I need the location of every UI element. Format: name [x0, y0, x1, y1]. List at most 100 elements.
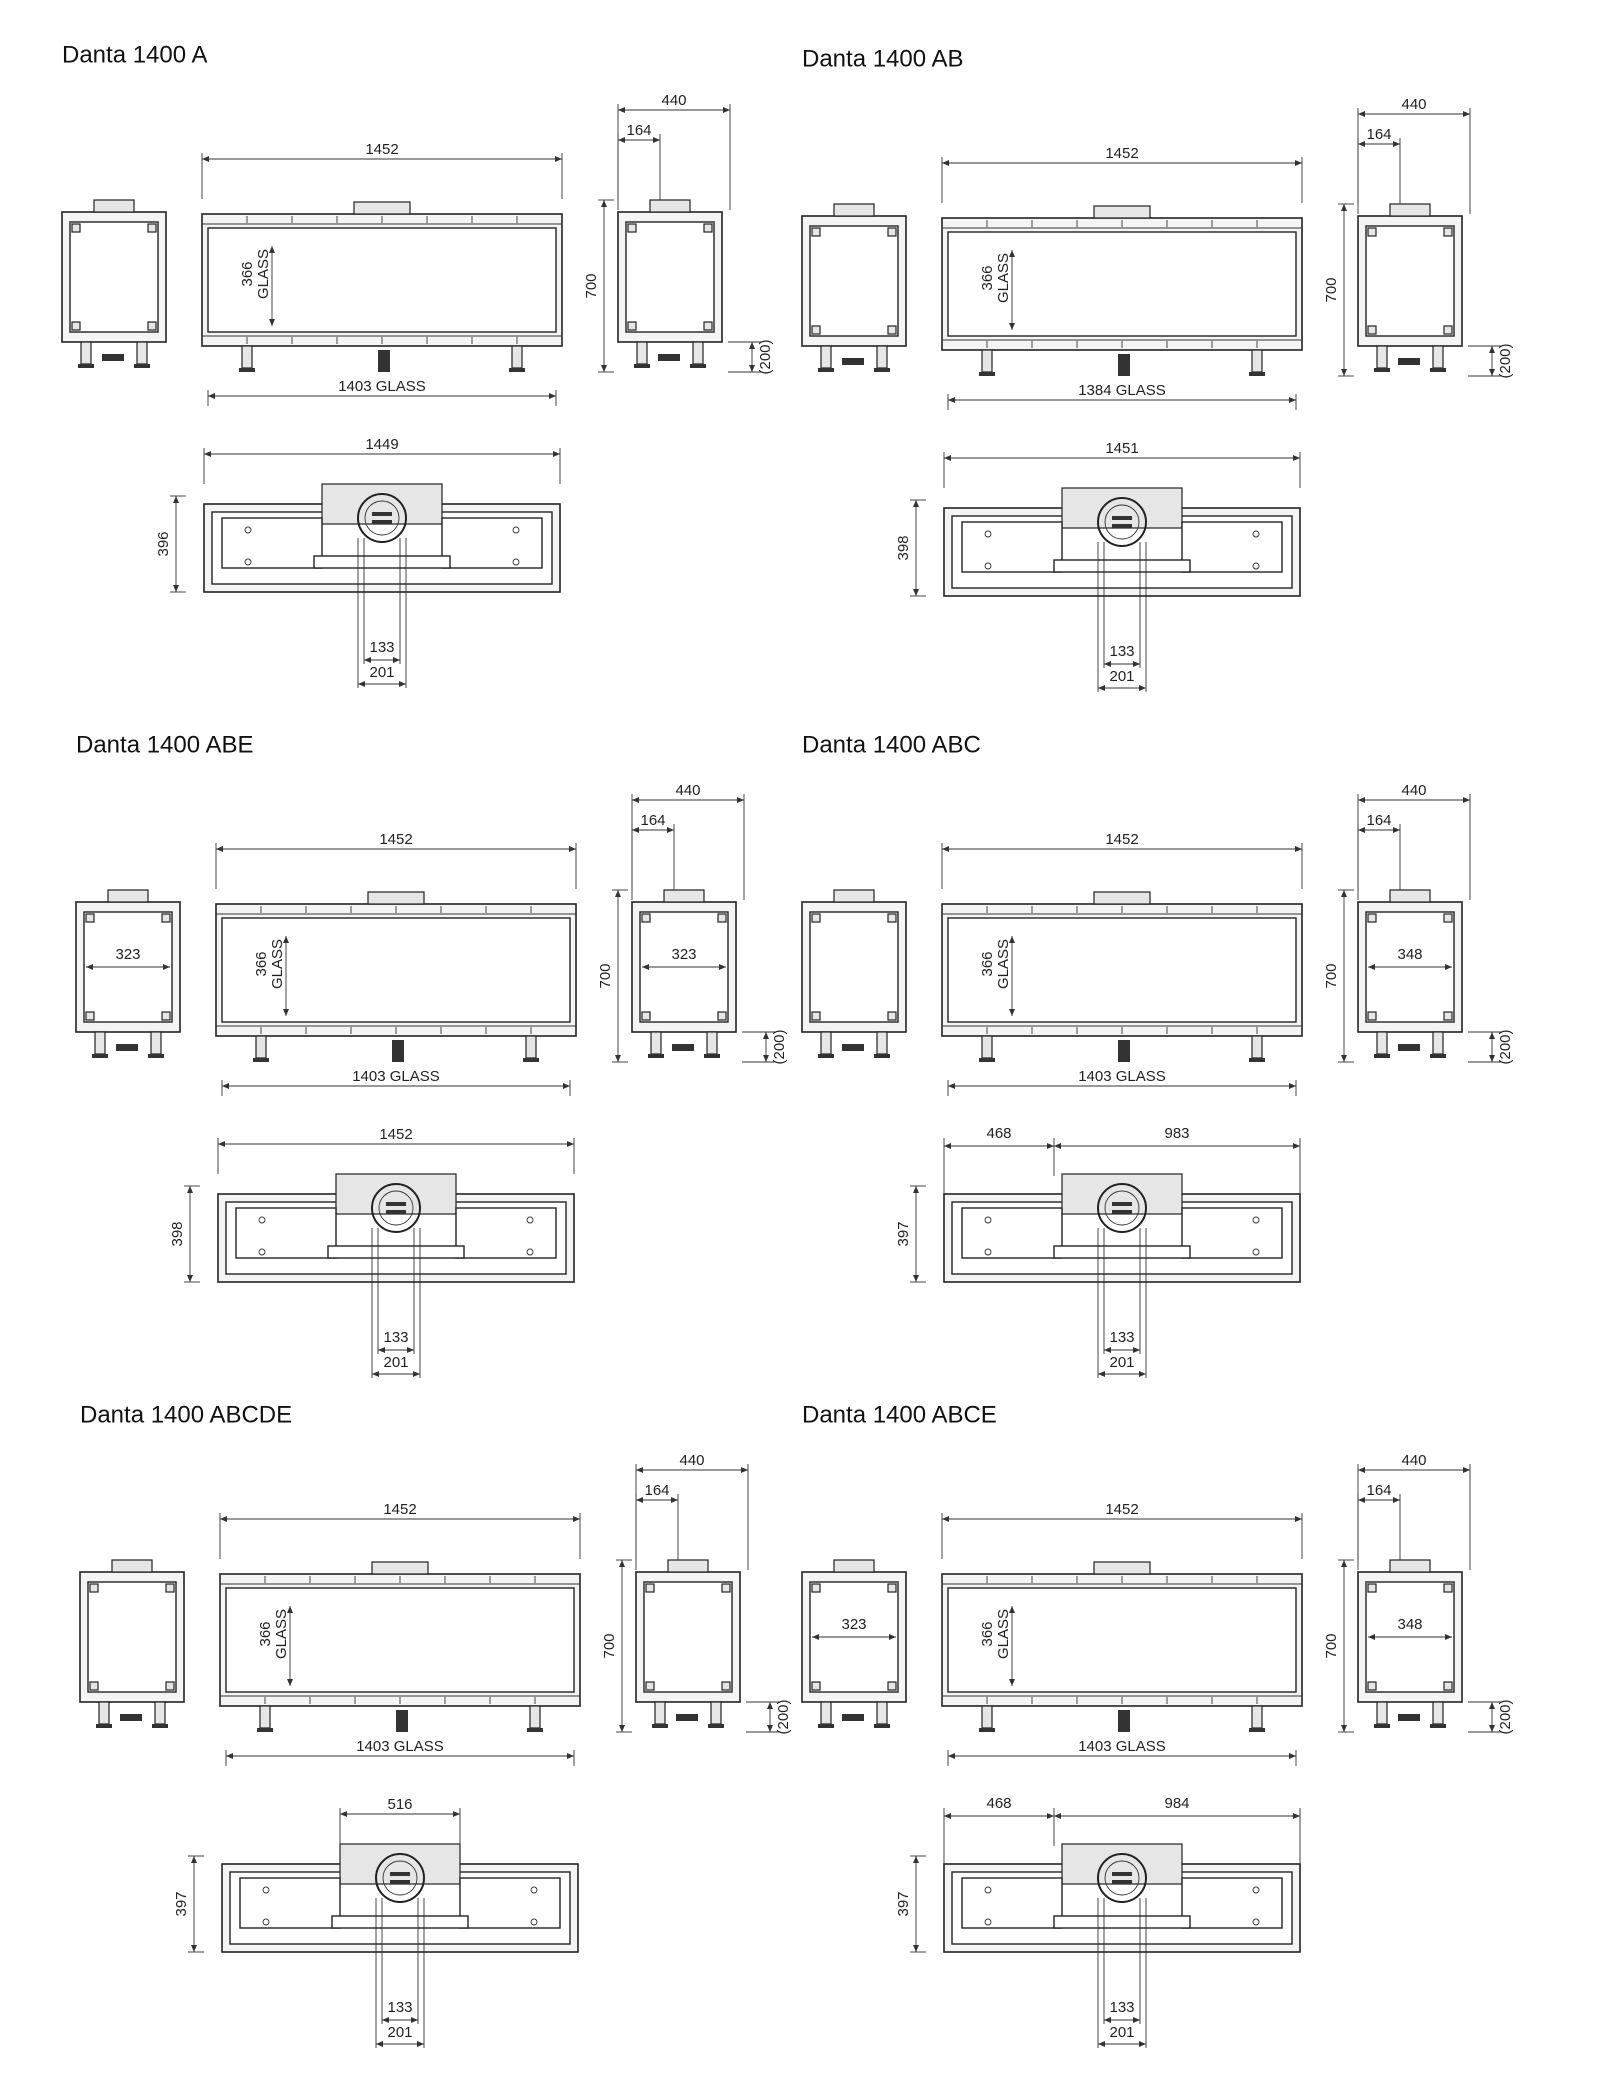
flue-collar [371, 1561, 429, 1575]
flue-collar [833, 1559, 875, 1573]
arrowhead-icon [86, 964, 93, 970]
arrowhead-icon [187, 1186, 193, 1193]
foot-shape [979, 1058, 995, 1062]
flue-collar [111, 1559, 153, 1573]
dimension-label: GLASS [995, 253, 1012, 303]
leg-shape [876, 345, 888, 369]
side-view-glass [809, 225, 899, 337]
foot-shape [874, 1054, 890, 1058]
front-view-glass [947, 231, 1297, 337]
arrowhead-icon [1009, 1679, 1015, 1686]
leg-shape [255, 1035, 267, 1059]
arrowhead-icon [226, 1753, 233, 1759]
leg-shape [1251, 1705, 1263, 1729]
corner-bracket [887, 1011, 897, 1021]
corner-bracket [645, 1583, 655, 1593]
arrowhead-icon [615, 890, 621, 897]
flue-collar [833, 889, 875, 903]
screw-icon [244, 526, 252, 534]
model-title: Danta 1400 ABCE [802, 1401, 997, 1428]
dimension-label: 201 [1109, 1354, 1134, 1371]
rear-hood [1061, 487, 1183, 529]
dimension-label: 164 [1366, 126, 1391, 143]
arrowhead-icon [1368, 1634, 1375, 1640]
arrowhead-icon [1104, 661, 1111, 667]
arrowhead-icon [913, 1856, 919, 1863]
leg-shape [820, 1701, 832, 1725]
arrowhead-icon [173, 496, 179, 503]
dimension-label: 164 [1366, 812, 1391, 829]
screw-icon [244, 558, 252, 566]
corner-bracket [1367, 1681, 1377, 1691]
dimension-label: 440 [1401, 96, 1426, 113]
leg-shape [876, 1701, 888, 1725]
dimension-label: 323 [671, 946, 696, 963]
arrowhead-icon [671, 1497, 678, 1503]
arrowhead-icon [1358, 797, 1365, 803]
leg-shape [706, 1031, 718, 1055]
arrowhead-icon [358, 681, 365, 687]
arrowhead-icon [1289, 1083, 1296, 1089]
arrowhead-icon [913, 1186, 919, 1193]
foot-shape [634, 364, 650, 368]
flue-collar [1093, 1561, 1151, 1575]
foot-shape [1249, 1058, 1265, 1062]
screw-icon [262, 1918, 270, 1926]
leg-shape [1251, 1035, 1263, 1059]
arrowhead-icon [269, 246, 275, 253]
model-title: Danta 1400 ABC [802, 731, 981, 758]
arrowhead-icon [287, 1606, 293, 1613]
foot-shape [1430, 1054, 1446, 1058]
corner-bracket [85, 1011, 95, 1021]
dimension-label: 1384 GLASS [1078, 382, 1166, 399]
burner-plate-right [455, 1207, 557, 1259]
model-title: Danta 1400 AB [802, 45, 963, 72]
flue-circle [1097, 1853, 1147, 1903]
arrowhead-icon [767, 1725, 773, 1732]
leg-shape [650, 1031, 662, 1055]
arrowhead-icon [636, 1467, 643, 1473]
dimension-label: 201 [369, 664, 394, 681]
dimension-label: 1451 [1105, 440, 1138, 457]
screw-icon [258, 1216, 266, 1224]
arrowhead-icon [1098, 1371, 1105, 1377]
arrowhead-icon [1295, 1516, 1302, 1522]
foot-shape [92, 1054, 108, 1058]
dimension-label: 468 [986, 1795, 1011, 1812]
dimension-label: 323 [841, 1616, 866, 1633]
arrowhead-icon [1358, 141, 1365, 147]
leg-shape [154, 1701, 166, 1725]
side-view-glass [643, 1581, 733, 1693]
dimension-label: 164 [640, 812, 665, 829]
arrowhead-icon [619, 1560, 625, 1567]
flue-collar [1389, 1559, 1431, 1573]
flue-baffle [386, 1210, 406, 1214]
corner-bracket [165, 1681, 175, 1691]
screw-icon [258, 1248, 266, 1256]
gas-connector [1398, 1714, 1420, 1721]
dimension-label: 398 [169, 1221, 186, 1246]
foot-shape [257, 1728, 273, 1732]
arrowhead-icon [767, 1702, 773, 1709]
corner-bracket [161, 913, 171, 923]
burner-plate-left [235, 1207, 337, 1259]
screw-icon [984, 1248, 992, 1256]
screw-icon [1252, 1216, 1260, 1224]
arrowhead-icon [1293, 455, 1300, 461]
dimension-label: 700 [583, 273, 600, 298]
screw-icon [526, 1248, 534, 1256]
leg-shape [820, 345, 832, 369]
corner-bracket [641, 913, 651, 923]
dimension-label: 1452 [1105, 145, 1138, 162]
arrowhead-icon [741, 1467, 748, 1473]
arrowhead-icon [1393, 141, 1400, 147]
corner-bracket [1367, 1011, 1377, 1021]
corner-bracket [71, 321, 81, 331]
flue-inner-circle [1104, 1190, 1140, 1226]
corner-bracket [1367, 1583, 1377, 1593]
dimension-label: 1403 GLASS [356, 1738, 444, 1755]
corner-bracket [721, 1583, 731, 1593]
foot-shape [1374, 1724, 1390, 1728]
burner-plate-left [239, 1877, 341, 1929]
